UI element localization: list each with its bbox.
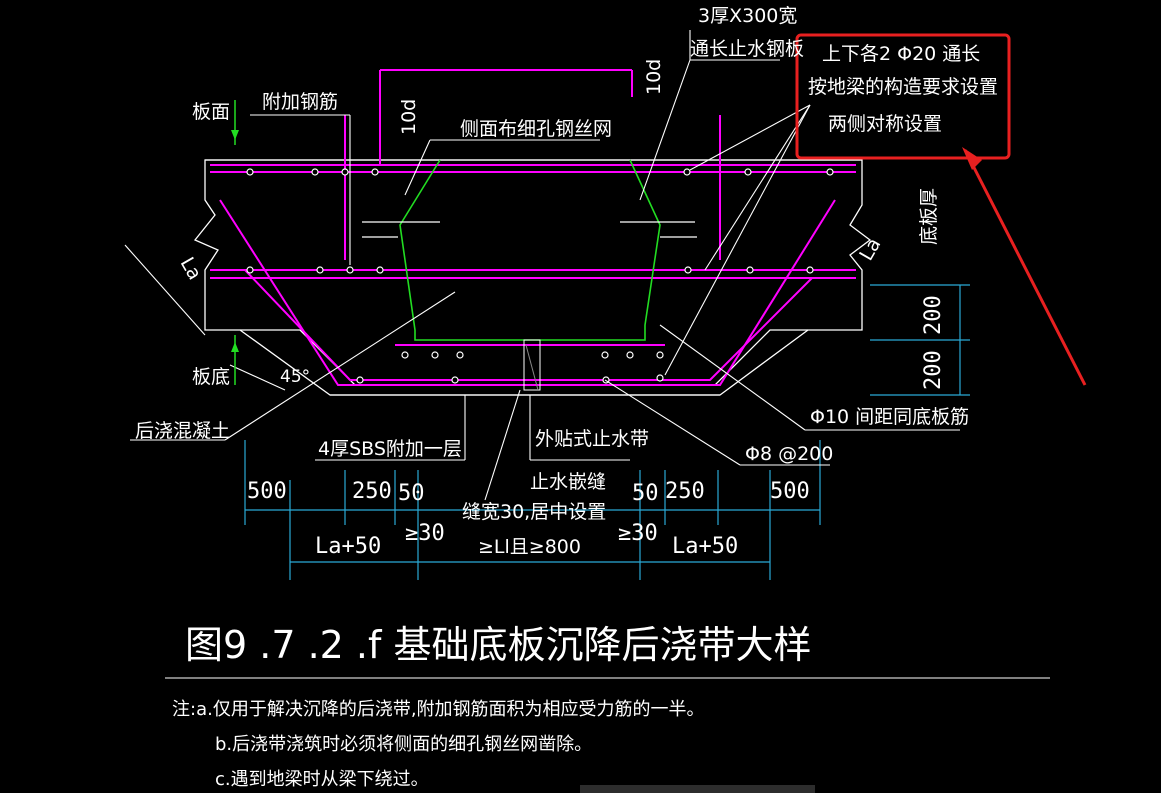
external-waterstop-label: 外贴式止水带 xyxy=(535,428,649,450)
dim-la50-right: La+50 xyxy=(672,534,738,559)
slab-bottom-label: 板底 xyxy=(192,366,230,388)
leader-lines xyxy=(124,30,960,501)
dim-500-left: 500 xyxy=(247,479,287,504)
rebar-spec-line2: 按地梁的构造要求设置 xyxy=(808,76,998,98)
rebar-phi8-label: Φ8 @200 xyxy=(745,443,833,465)
note-c: c.遇到地梁时从梁下绕过。 xyxy=(215,769,429,790)
sbs-layer-label: 4厚SBS附加一层 xyxy=(318,438,462,460)
la-right-label: La xyxy=(855,234,885,264)
dim-500-right: 500 xyxy=(770,479,810,504)
mesh-label: 侧面布细孔钢丝网 xyxy=(460,118,612,140)
dim-200-upper: 200 xyxy=(921,295,946,335)
joint-seal-label: 止水嵌缝 xyxy=(530,471,606,493)
waterstop-plate-label: 通长止水钢板 xyxy=(690,38,804,60)
rebar-spec-line3: 两侧对称设置 xyxy=(828,113,942,135)
dim-250-left: 250 xyxy=(352,479,392,504)
dim-250-right: 250 xyxy=(665,479,705,504)
rebar-phi10-label: Φ10 间距同底板筋 xyxy=(810,406,969,428)
dim-50-right: 50 xyxy=(632,481,659,506)
mesh-boundary xyxy=(399,159,661,391)
joint-span-label: ≥Ll且≥800 xyxy=(478,536,581,558)
slab-thickness-label: 底板厚 xyxy=(918,188,940,245)
rebar-spec-line1: 上下各2 Φ20 通长 xyxy=(822,43,980,65)
highlight-annotation xyxy=(795,33,1087,386)
post-cast-concrete-label: 后浇混凝土 xyxy=(135,420,230,442)
dimension-lines xyxy=(244,284,970,580)
dim-ge30-left: ≥30 xyxy=(405,521,445,546)
joint-width-label: 缝宽30,居中设置 xyxy=(462,501,606,523)
slab-top-label: 板面 xyxy=(192,101,230,123)
dim-la50-left: La+50 xyxy=(315,534,381,559)
additional-rebar-label: 附加钢筋 xyxy=(262,91,338,113)
angle-label: 45° xyxy=(280,367,310,387)
note-a: 注:a.仅用于解决沉降的后浇带,附加钢筋面积为相应受力筋的一半。 xyxy=(172,699,705,720)
la-left-label: La xyxy=(176,254,206,284)
dim-ge30-right: ≥30 xyxy=(618,521,658,546)
ten-d-top: 10d xyxy=(643,59,665,95)
dim-200-lower: 200 xyxy=(921,350,946,390)
note-b: b.后浇带浇筑时必须将侧面的细孔钢丝网凿除。 xyxy=(215,734,592,755)
top-plate-label: 3厚X300宽 xyxy=(698,5,797,27)
waterstop-plates xyxy=(362,221,697,238)
dim-50-left: 50 xyxy=(398,481,425,506)
drawing-title: 图9 .7 .2 .f 基础底板沉降后浇带大样 xyxy=(185,623,811,667)
ten-d-left: 10d xyxy=(398,99,420,135)
slab-arrows xyxy=(231,100,239,385)
status-strip xyxy=(580,785,815,793)
